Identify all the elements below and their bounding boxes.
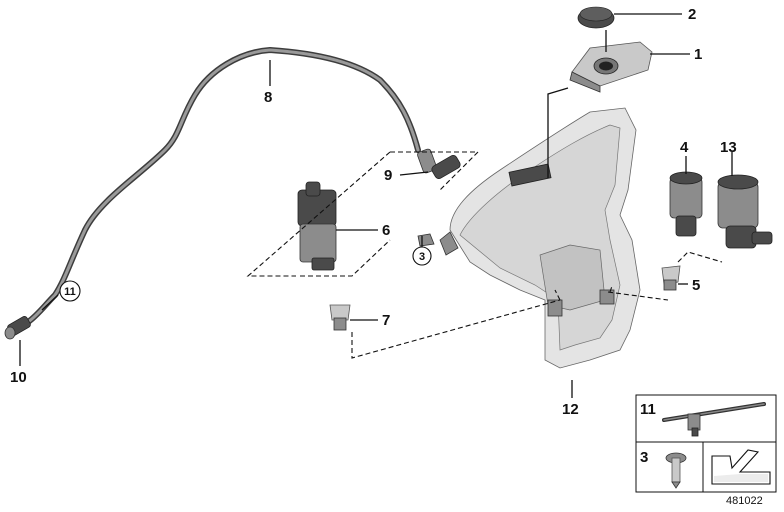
cable-tie-icon: [662, 402, 766, 437]
callout-11-circle: [59, 280, 81, 302]
hose-connector: [4, 316, 31, 340]
washer-hose: [25, 46, 421, 325]
callout-3-circle: [412, 246, 432, 266]
leader-lines: [19, 13, 733, 398]
filler-cap: [577, 6, 615, 29]
arrow-symbol-icon: [711, 449, 771, 485]
callout-5: 5: [692, 277, 700, 294]
callout-9: 9: [384, 167, 392, 184]
assembly-outlines: [246, 151, 723, 359]
washer-pump-left: [669, 171, 703, 237]
filler-neck: [569, 41, 653, 93]
washer-reservoir: [439, 107, 641, 369]
elbow-connector: [417, 148, 461, 179]
callout-4: 4: [680, 139, 689, 156]
document-id: 481022: [726, 495, 763, 507]
washer-pump-right: [717, 174, 773, 249]
bolt-icon: [665, 452, 687, 489]
callout-2: 2: [688, 6, 696, 23]
legend-label-3: 3: [640, 449, 648, 466]
legend-panel: 11 3: [635, 394, 777, 493]
callout-11: 11: [64, 286, 76, 298]
callout-3: 3: [419, 251, 425, 263]
washer-pump-single: [297, 181, 337, 271]
pump-grommet-double: [661, 265, 681, 291]
callout-1: 1: [694, 46, 702, 63]
callout-13: 13: [720, 139, 737, 156]
pump-grommet: [329, 304, 351, 331]
callout-8: 8: [264, 89, 272, 106]
callout-6: 6: [382, 222, 390, 239]
legend-label-11: 11: [640, 401, 656, 418]
callouts: 1 2 3 4 5 6 7 8 9 10 11 12 13: [10, 6, 737, 418]
tank-bolt: [417, 233, 435, 247]
callout-12: 12: [562, 401, 579, 418]
callout-10: 10: [10, 369, 27, 386]
callout-7: 7: [382, 312, 390, 329]
